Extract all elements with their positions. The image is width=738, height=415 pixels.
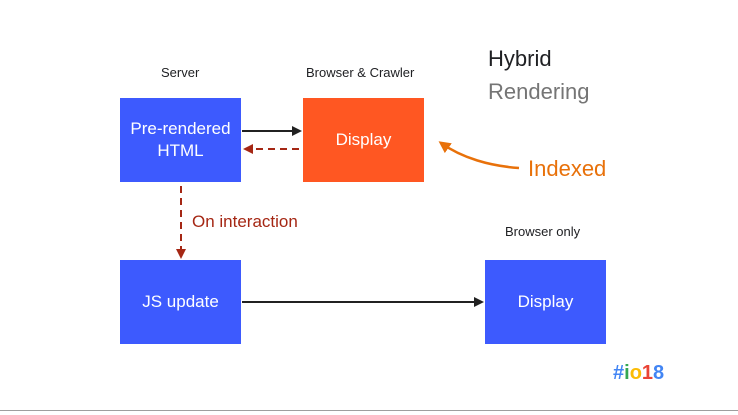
js-update-label: JS update (142, 292, 219, 311)
display-crawler-label: Display (335, 130, 392, 149)
display-browser-label: Display (517, 292, 574, 311)
server-label: Server (161, 65, 200, 80)
logo-o: o (629, 362, 642, 384)
browser-only-label: Browser only (505, 224, 581, 239)
slide-title: Hybrid (488, 46, 552, 71)
logo-eight: 8 (653, 362, 665, 384)
logo-hash: # (613, 362, 625, 384)
slide-subtitle: Rendering (488, 79, 590, 104)
display-browser-box: Display (485, 260, 606, 344)
on-interaction-label: On interaction (192, 212, 298, 231)
display-crawler-box: Display (303, 98, 424, 182)
indexed-curved-arrow (438, 141, 520, 170)
browser-crawler-label: Browser & Crawler (306, 65, 415, 80)
prerendered-html-box: Pre-rendered HTML (120, 98, 241, 182)
js-update-box: JS update (120, 260, 241, 344)
indexed-label: Indexed (528, 156, 607, 181)
logo-one: 1 (641, 362, 654, 384)
bottom-divider (0, 410, 738, 411)
prerendered-html-line1: Pre-rendered (130, 119, 231, 138)
prerendered-html-line2: HTML (157, 141, 204, 160)
logo-i: i (624, 362, 630, 384)
io18-logo: #io18 (613, 362, 664, 385)
